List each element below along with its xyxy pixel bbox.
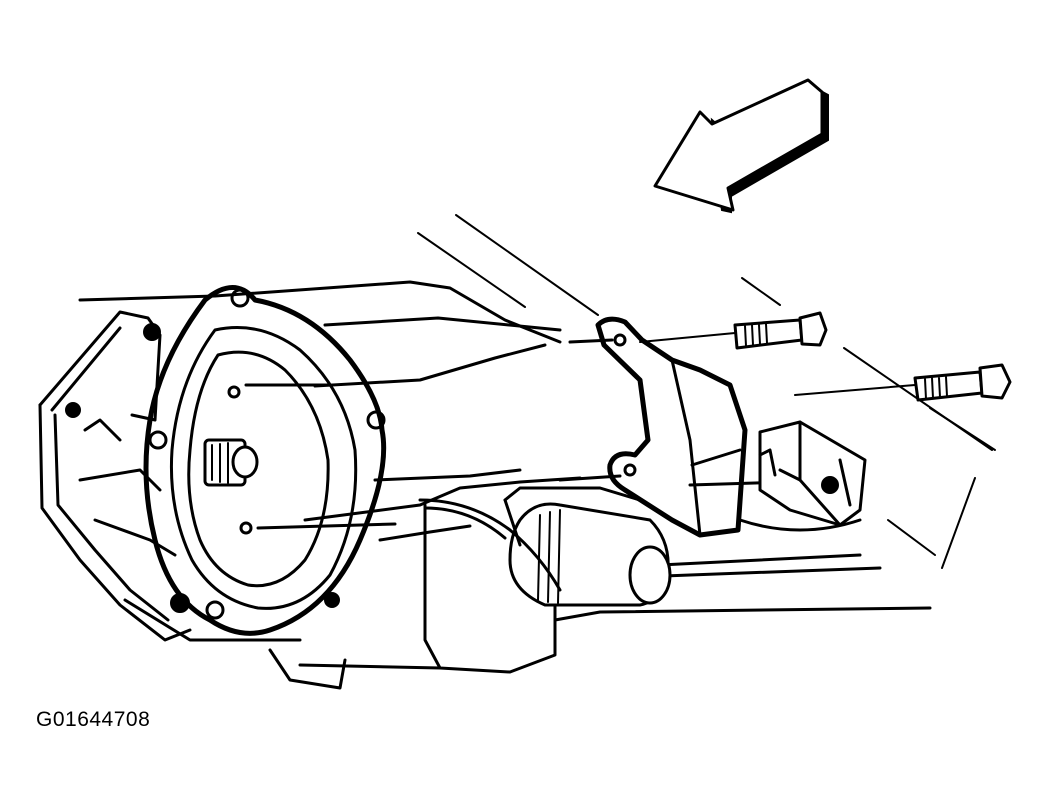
transmission-mount [758, 420, 867, 527]
lower-frame [123, 598, 347, 690]
bolt-upper [639, 311, 828, 350]
direction-arrow-icon [653, 78, 829, 214]
mounting-bracket [558, 316, 792, 538]
bell-housing-flange [143, 285, 397, 636]
cable-line [418, 498, 862, 592]
leader-lines [417, 214, 996, 569]
figure-id-label: G01644708 [36, 708, 151, 731]
bolt-lower [794, 363, 1012, 402]
input-shaft [203, 438, 259, 487]
